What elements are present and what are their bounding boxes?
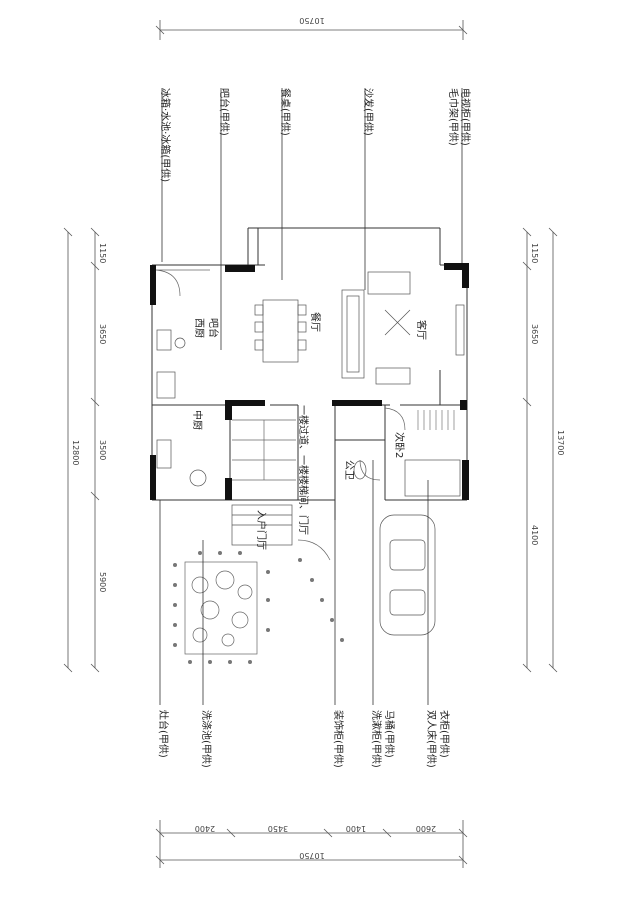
right-dimension-chain xyxy=(522,227,558,673)
left-total-dim: 12800 xyxy=(71,440,80,465)
label-stove: 灶台(甲供) xyxy=(157,710,170,758)
room-entry: 入户门厅 xyxy=(255,510,268,550)
left-dimension-chain xyxy=(63,227,100,673)
label-double-bed: 双人床(甲供) xyxy=(425,710,438,768)
top-dimension xyxy=(155,20,468,40)
label-wash-cabinet: 洗漱柜(甲供) xyxy=(370,710,383,768)
room-bar: 吧台 xyxy=(207,318,220,338)
left-dim-2: 3650 xyxy=(98,324,107,344)
sofa xyxy=(341,289,365,379)
bottom-dim-3: 1400 xyxy=(346,824,366,833)
label-bar: 吧台(甲供) xyxy=(218,88,231,136)
wall-blocks xyxy=(150,263,469,500)
label-washing-sink: 洗涤池(甲供) xyxy=(200,710,213,768)
bottom-dimension-chain xyxy=(155,820,468,868)
label-toilet: 马桶(甲供) xyxy=(383,710,396,758)
label-sofa: 沙发(甲供) xyxy=(362,88,375,136)
furniture xyxy=(156,271,465,636)
right-dim-2: 3650 xyxy=(530,324,539,344)
room-living: 客厅 xyxy=(415,320,428,340)
left-dim-3: 3500 xyxy=(98,440,107,460)
car-outline xyxy=(379,514,436,636)
dining-table xyxy=(262,299,299,363)
top-leaders xyxy=(161,88,463,350)
right-dim-3: 4100 xyxy=(530,525,539,545)
label-decor-cabinet: 装饰柜(甲供) xyxy=(332,710,345,768)
left-dim-1: 1150 xyxy=(98,243,107,263)
left-dim-4: 5900 xyxy=(98,572,107,592)
bottom-leaders xyxy=(159,460,429,705)
label-towel-rack: 毛巾架(甲供) xyxy=(447,88,460,146)
room-stair-note: 一楼过道、一楼楼梯间、门厅 xyxy=(297,405,310,535)
room-chinese-kitchen: 中厨 xyxy=(191,410,204,430)
label-wardrobe: 衣柜(甲供) xyxy=(438,710,451,758)
room-dining: 餐厅 xyxy=(309,312,322,332)
room-bedroom2: 次卧2 xyxy=(393,432,406,458)
bottom-dim-2: 3450 xyxy=(268,824,288,833)
bottom-dim-4: 2600 xyxy=(416,824,436,833)
bottom-total-dim: 10750 xyxy=(299,851,324,860)
door-swings xyxy=(155,269,406,561)
label-tv-cabinet: 电视柜(甲供) xyxy=(459,88,472,146)
room-bath: 公卫 xyxy=(343,460,354,480)
walls xyxy=(151,227,468,520)
garden xyxy=(173,551,344,664)
top-total-dimension: 10750 xyxy=(299,16,324,25)
right-dim-1: 1150 xyxy=(530,243,539,263)
room-west-kitchen: 西厨 xyxy=(193,318,205,338)
label-fridge-sink: 冰箱·水池·冰箱(甲供) xyxy=(159,88,172,182)
right-total-dim: 13700 xyxy=(556,430,565,455)
bottom-dim-1: 2400 xyxy=(195,824,215,833)
tv-cabinet xyxy=(455,304,465,356)
label-dining-table: 餐桌(甲供) xyxy=(279,88,292,136)
